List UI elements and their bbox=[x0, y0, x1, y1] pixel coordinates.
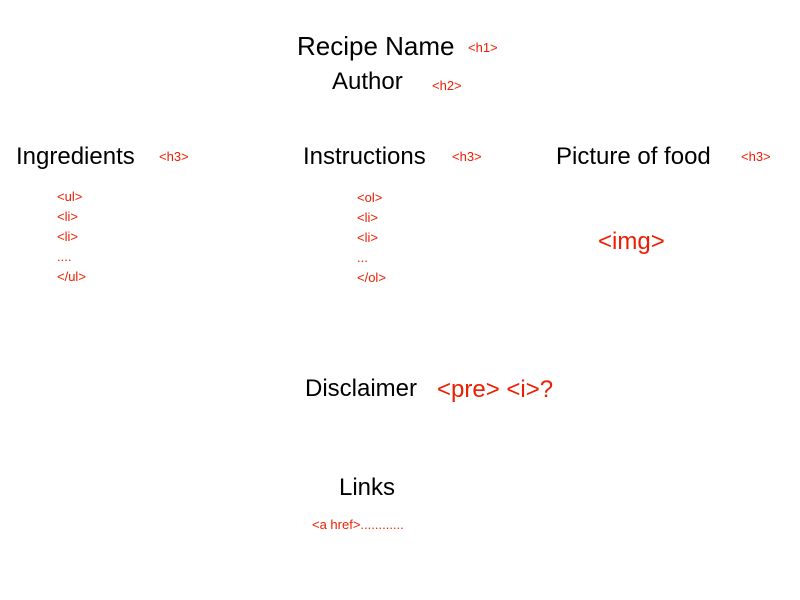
links-heading: Links bbox=[339, 474, 396, 501]
instructions-heading: Instructions bbox=[303, 143, 426, 170]
instructions-list-item: </ol> bbox=[357, 270, 386, 285]
instructions-list-item: ... bbox=[357, 250, 368, 265]
disclaimer-heading: Disclaimer bbox=[305, 375, 418, 402]
ingredients-list: <ul> <li> <li> .... </ul> bbox=[57, 187, 86, 287]
recipe-name-heading: Recipe Name bbox=[297, 31, 455, 61]
ingredients-heading: Ingredients bbox=[16, 143, 135, 170]
ingredients-list-item: </ul> bbox=[57, 269, 86, 284]
disclaimer-tag: <pre> <i>? bbox=[437, 376, 554, 403]
ingredients-list-item: <li> bbox=[57, 229, 78, 244]
instructions-list: <ol> <li> <li> ... </ol> bbox=[357, 188, 386, 288]
author-heading: Author bbox=[332, 68, 403, 95]
links-tag: <a href>............ bbox=[312, 517, 404, 532]
author-tag: <h2> bbox=[432, 78, 462, 93]
instructions-list-item: <li> bbox=[357, 210, 378, 225]
ingredients-list-item: <ul> bbox=[57, 189, 83, 204]
picture-tag: <h3> bbox=[741, 149, 771, 164]
instructions-list-item: <li> bbox=[357, 230, 378, 245]
ingredients-list-item: .... bbox=[57, 249, 72, 264]
ingredients-tag: <h3> bbox=[159, 149, 189, 164]
img-tag-label: <img> bbox=[598, 228, 665, 255]
picture-heading: Picture of food bbox=[556, 143, 711, 170]
instructions-list-item: <ol> bbox=[357, 190, 383, 205]
instructions-tag: <h3> bbox=[452, 149, 482, 164]
recipe-name-tag: <h1> bbox=[468, 40, 498, 55]
ingredients-list-item: <li> bbox=[57, 209, 78, 224]
